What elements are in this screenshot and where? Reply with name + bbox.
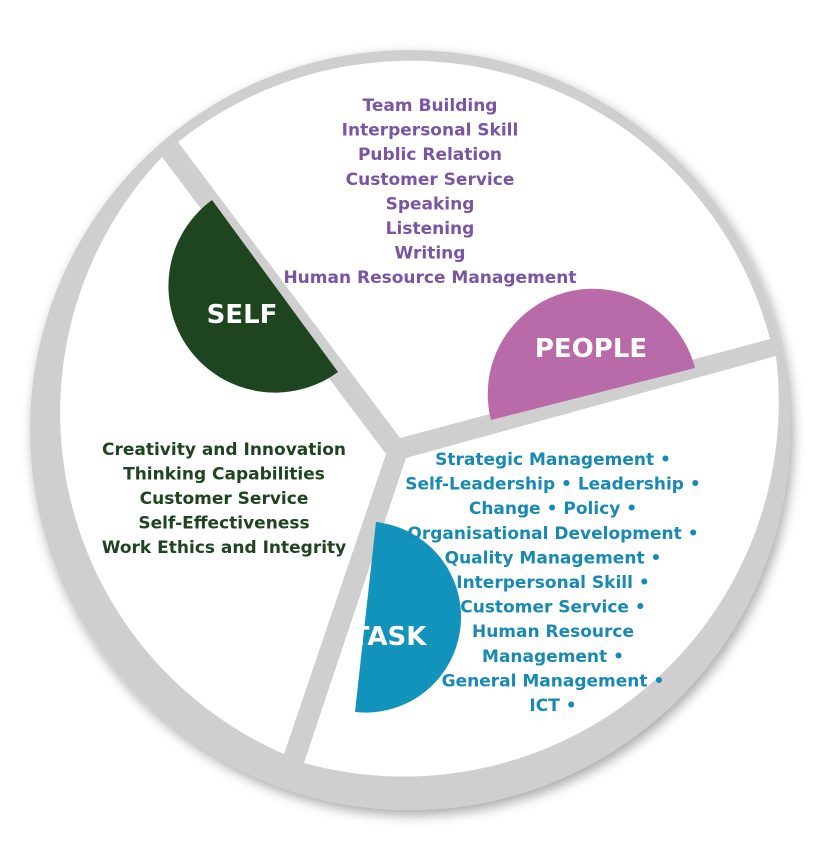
task-skill-item: Quality Management • xyxy=(445,548,662,568)
self-badge-shape xyxy=(168,200,338,393)
self-skill-item: Customer Service xyxy=(140,489,309,509)
self-skill-item: Thinking Capabilities xyxy=(123,465,325,485)
people-skill-item: Public Relation xyxy=(358,145,502,165)
people-skill-item: Writing xyxy=(395,244,466,264)
task-skill-item: Change • Policy • xyxy=(469,499,637,519)
people-skill-item: Interpersonal Skill xyxy=(342,121,519,141)
task-skill-item: Customer Service • xyxy=(460,598,646,618)
task-skill-item: Human Resource xyxy=(472,622,634,642)
task-skill-list: Strategic Management • Self-Leadership • … xyxy=(405,450,701,716)
task-badge-shape xyxy=(355,522,462,713)
people-skill-item: Listening xyxy=(386,219,475,239)
task-title: TASK xyxy=(352,622,428,652)
task-skill-item: Strategic Management • xyxy=(435,450,671,470)
people-title: PEOPLE xyxy=(535,334,647,364)
task-skill-item: General Management • xyxy=(442,671,665,691)
self-skill-item: Self-Effectiveness xyxy=(138,514,309,534)
people-skill-item: Team Building xyxy=(363,96,498,116)
people-badge-shape xyxy=(487,288,695,420)
task-skill-item: ICT • xyxy=(529,696,576,716)
self-skill-item: Work Ethics and Integrity xyxy=(102,538,347,558)
people-skill-item: Speaking xyxy=(386,194,475,214)
task-skill-item: Self-Leadership • Leadership • xyxy=(405,475,701,495)
self-skill-item: Creativity and Innovation xyxy=(102,440,346,460)
people-skill-item: Human Resource Management xyxy=(283,268,576,288)
task-skill-item: Management • xyxy=(482,647,624,667)
task-skill-item: Interpersonal Skill • xyxy=(456,573,649,593)
people-skill-item: Customer Service xyxy=(346,170,515,190)
task-skill-item: Organisational Development • xyxy=(407,524,698,544)
self-title: SELF xyxy=(207,300,278,330)
self-sector xyxy=(60,157,386,754)
